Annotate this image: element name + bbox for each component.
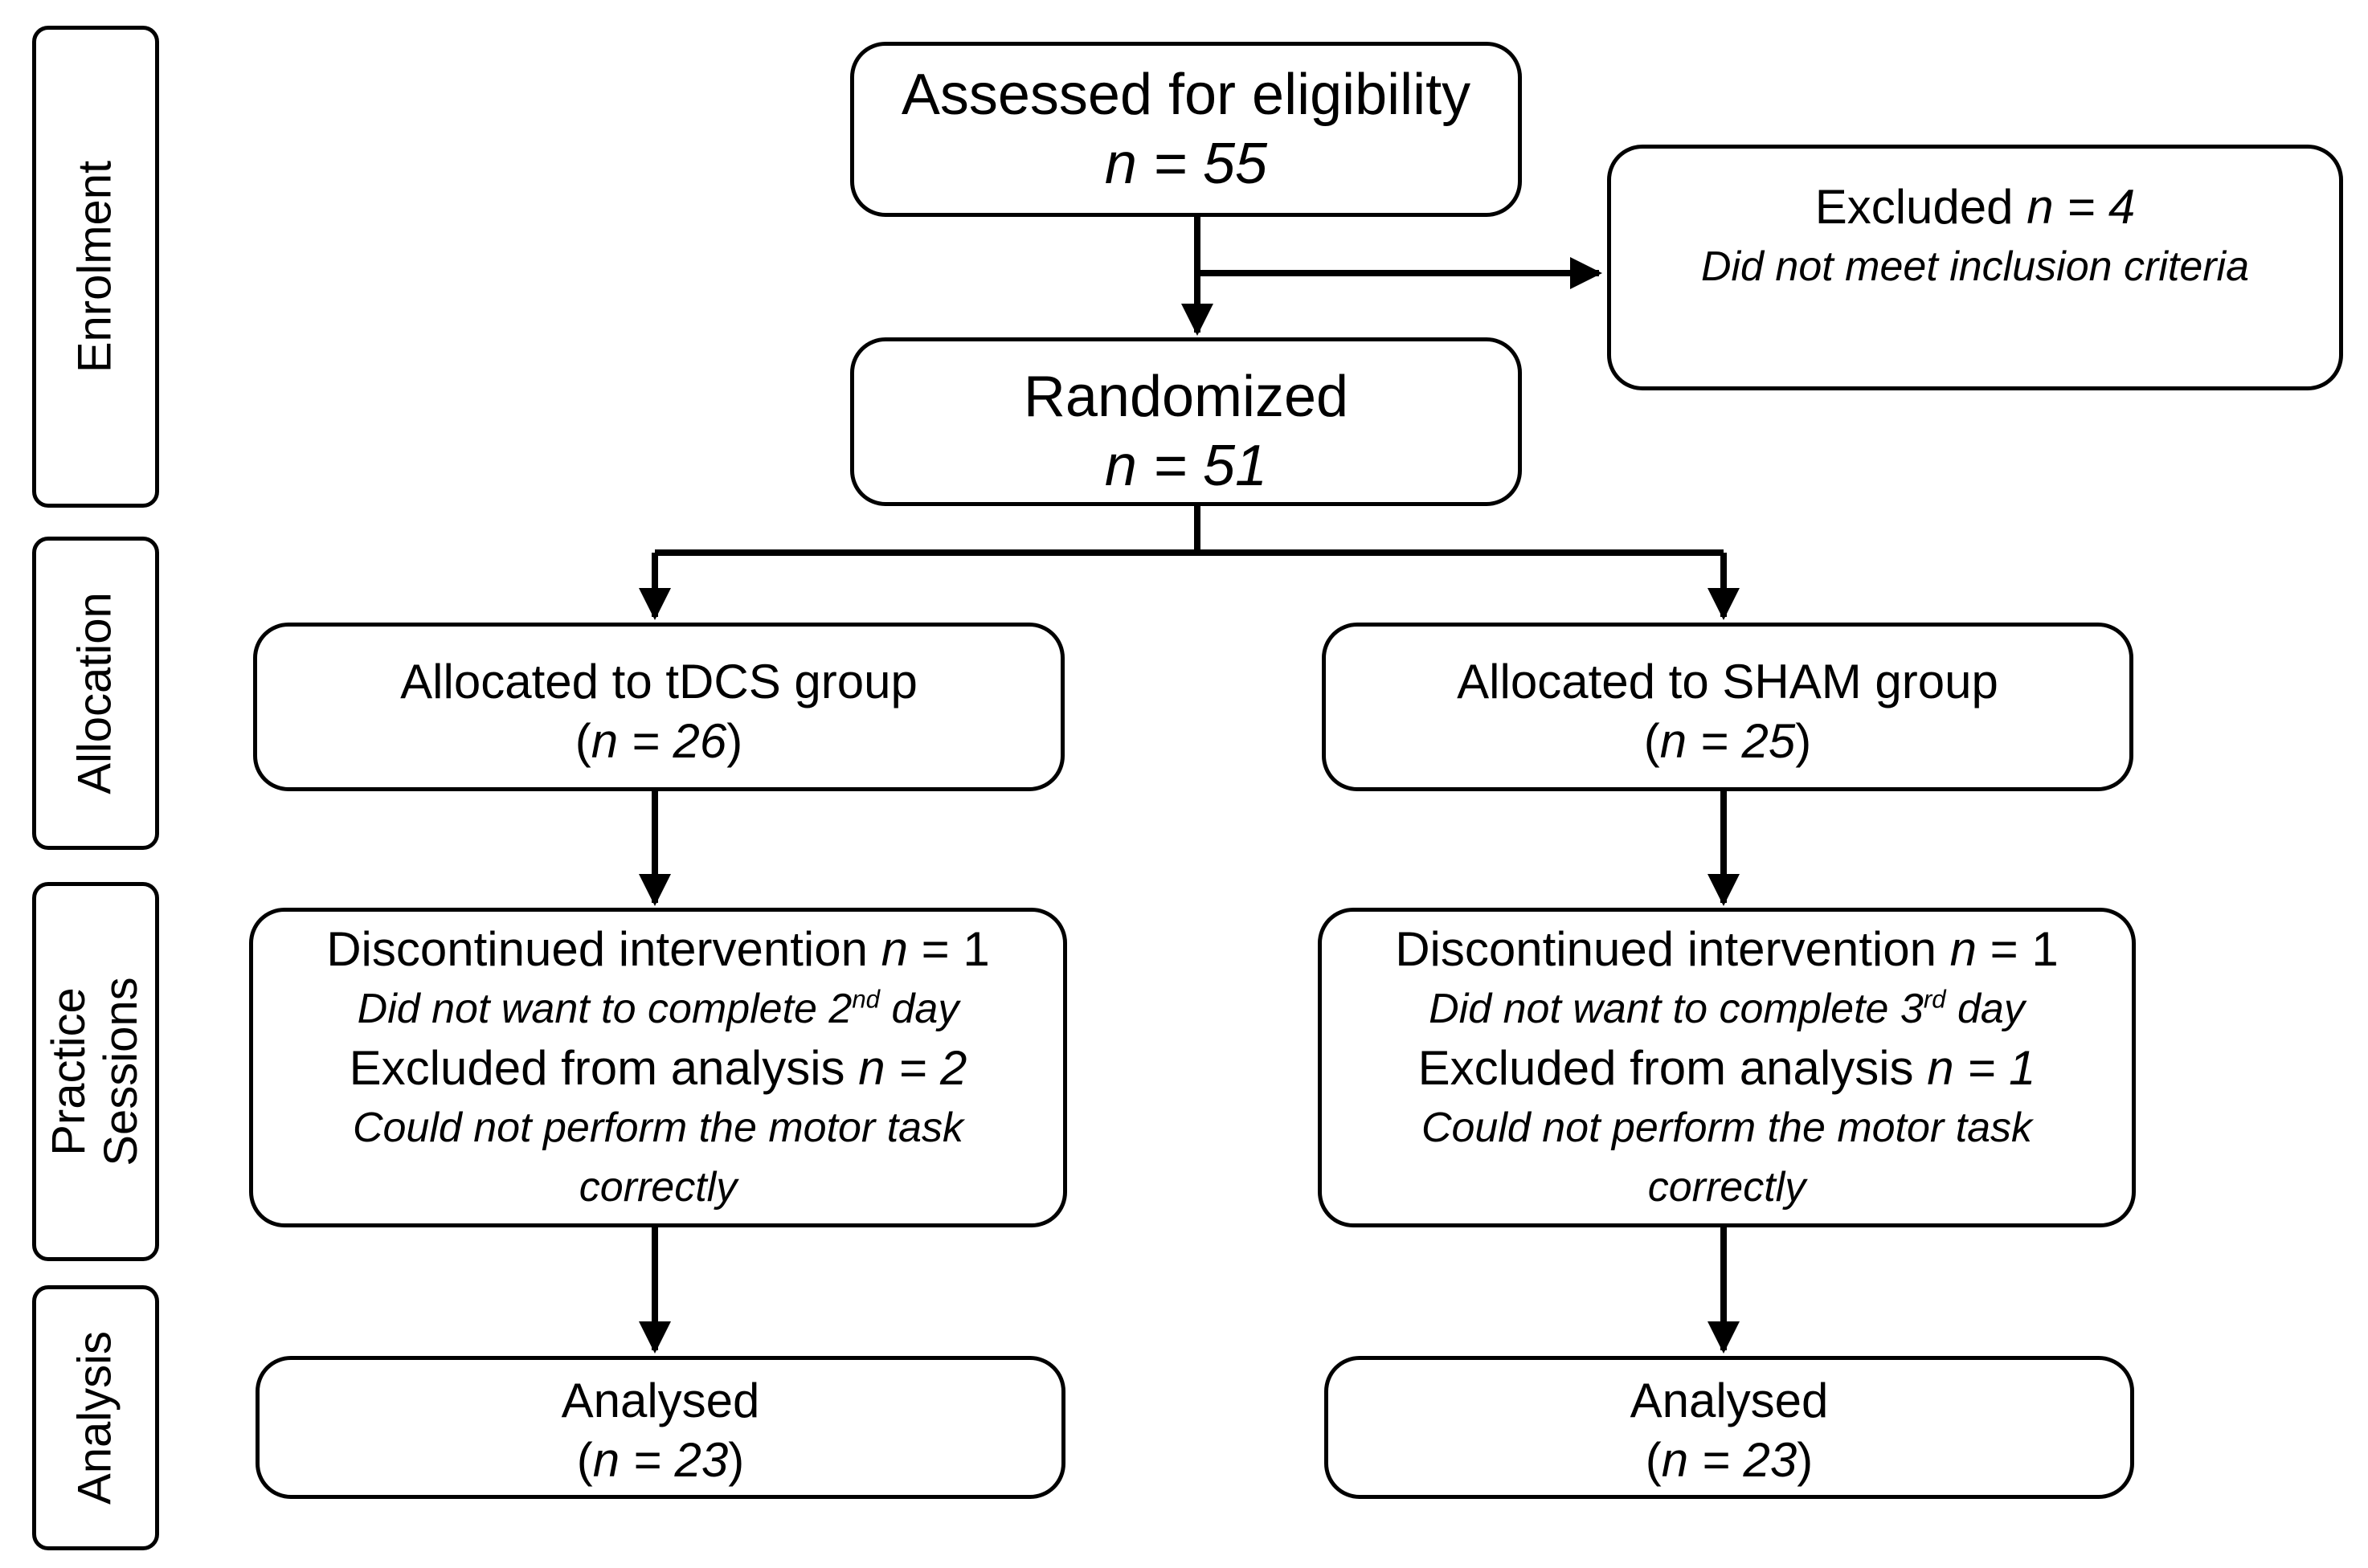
sham-discontinued-reason-sup: rd — [1923, 985, 1946, 1014]
excluded-label: Excluded — [1814, 180, 2027, 234]
tdcs-discontinued-reason-sup: nd — [852, 985, 881, 1014]
sham-allocation-n-close: ) — [1795, 714, 1812, 768]
tdcs-excluded-analysis-n: n = 2 — [858, 1041, 967, 1095]
tdcs-discontinued-reason-day: day — [880, 986, 959, 1032]
box-assessed-for-eligibility: Assessed for eligibility n = 55 — [850, 42, 1522, 217]
box-tdcs-analysed: Analysed (n = 23) — [256, 1356, 1065, 1499]
randomized-n: n = 51 — [1104, 434, 1268, 498]
tdcs-analysed-n-open: ( — [576, 1433, 593, 1487]
box-excluded: Excluded n = 4 Did not meet inclusion cr… — [1607, 145, 2343, 390]
tdcs-discontinued-n-var: n — [881, 922, 909, 976]
sham-analysed-n: (n = 23) — [1328, 1431, 2130, 1490]
sham-analysed-n-close: ) — [1797, 1433, 1814, 1487]
tdcs-discontinued-reason: Did not want to complete 2nd day — [253, 979, 1063, 1039]
tdcs-allocation-n-var: n — [591, 714, 619, 768]
tdcs-excluded-analysis: Excluded from analysis n = 2 — [253, 1039, 1063, 1098]
stage-practice-line1: Practice — [43, 987, 96, 1156]
sham-discontinued-n-value: = 1 — [1977, 922, 2059, 976]
stage-analysis-label: Analysis — [68, 1331, 121, 1505]
sham-discontinued-label: Discontinued intervention — [1395, 922, 1950, 976]
sham-analysed-title: Analysed — [1630, 1374, 1829, 1427]
tdcs-discontinued-label: Discontinued intervention — [326, 922, 881, 976]
assessed-title: Assessed for eligibility — [901, 63, 1471, 127]
excluded-reason: Did not meet inclusion criteria — [1700, 243, 2250, 290]
tdcs-analysed-n-var: n — [592, 1433, 620, 1487]
box-sham-practice-sessions: Discontinued intervention n = 1 Did not … — [1318, 908, 2136, 1227]
box-sham-analysed: Analysed (n = 23) — [1324, 1356, 2134, 1499]
excluded-n: n = 4 — [2027, 180, 2136, 234]
tdcs-allocation-n: (n = 26) — [257, 712, 1061, 771]
stage-practice-sessions-label: Practice Sessions — [43, 977, 148, 1166]
sham-excluded-reason-1: Could not perform the motor task — [1421, 1105, 2033, 1151]
sham-discontinued-reason-day: day — [1945, 986, 2025, 1032]
assessed-n: n = 55 — [1104, 132, 1268, 196]
stage-practice-line2: Sessions — [95, 977, 147, 1166]
box-tdcs-practice-sessions: Discontinued intervention n = 1 Did not … — [249, 908, 1067, 1227]
tdcs-excluded-analysis-label: Excluded from analysis — [349, 1041, 859, 1095]
tdcs-analysed-n: (n = 23) — [260, 1431, 1061, 1490]
sham-excluded-analysis: Excluded from analysis n = 1 — [1322, 1039, 2132, 1098]
stage-enrolment: Enrolment — [32, 26, 159, 508]
sham-analysed-n-value: = 23 — [1688, 1433, 1797, 1487]
stage-allocation-label: Allocation — [68, 592, 121, 794]
stage-analysis: Analysis — [32, 1285, 159, 1550]
sham-excluded-analysis-label: Excluded from analysis — [1417, 1041, 1928, 1095]
sham-allocation-title: Allocated to SHAM group — [1457, 655, 1998, 708]
tdcs-excluded-reason-1: Could not perform the motor task — [352, 1105, 964, 1151]
sham-allocation-n-value: = 25 — [1687, 714, 1796, 768]
sham-allocation-n: (n = 25) — [1326, 712, 2129, 771]
tdcs-discontinued-reason-text: Did not want to complete 2 — [357, 986, 853, 1032]
box-randomized: Randomized n = 51 — [850, 337, 1522, 506]
tdcs-allocation-n-value: = 26 — [618, 714, 727, 768]
sham-excluded-analysis-n: n = 1 — [1927, 1041, 2036, 1095]
sham-discontinued: Discontinued intervention n = 1 — [1322, 920, 2132, 979]
sham-allocation-n-var: n — [1659, 714, 1687, 768]
tdcs-analysed-n-close: ) — [728, 1433, 745, 1487]
excluded-line: Excluded n = 4 — [1611, 178, 2339, 237]
box-sham-allocation: Allocated to SHAM group (n = 25) — [1322, 623, 2133, 791]
stage-enrolment-label: Enrolment — [68, 160, 121, 374]
sham-analysed-n-open: ( — [1645, 1433, 1662, 1487]
tdcs-allocation-n-close: ) — [726, 714, 743, 768]
randomized-title: Randomized — [1023, 365, 1349, 429]
tdcs-analysed-n-value: = 23 — [620, 1433, 729, 1487]
sham-discontinued-reason: Did not want to complete 3rd day — [1322, 979, 2132, 1039]
stage-allocation: Allocation — [32, 537, 159, 850]
tdcs-analysed-title: Analysed — [561, 1374, 760, 1427]
tdcs-allocation-title: Allocated to tDCS group — [400, 655, 918, 708]
sham-discontinued-reason-text: Did not want to complete 3 — [1429, 986, 1924, 1032]
tdcs-excluded-reason-2: correctly — [579, 1164, 738, 1211]
box-tdcs-allocation: Allocated to tDCS group (n = 26) — [253, 623, 1065, 791]
tdcs-discontinued-n-value: = 1 — [908, 922, 990, 976]
sham-excluded-reason-2: correctly — [1647, 1164, 1806, 1211]
tdcs-allocation-n-open: ( — [575, 714, 591, 768]
stage-practice-sessions: Practice Sessions — [32, 882, 159, 1261]
sham-analysed-n-var: n — [1661, 1433, 1689, 1487]
sham-allocation-n-open: ( — [1643, 714, 1660, 768]
sham-discontinued-n-var: n — [1949, 922, 1977, 976]
tdcs-discontinued: Discontinued intervention n = 1 — [253, 920, 1063, 979]
